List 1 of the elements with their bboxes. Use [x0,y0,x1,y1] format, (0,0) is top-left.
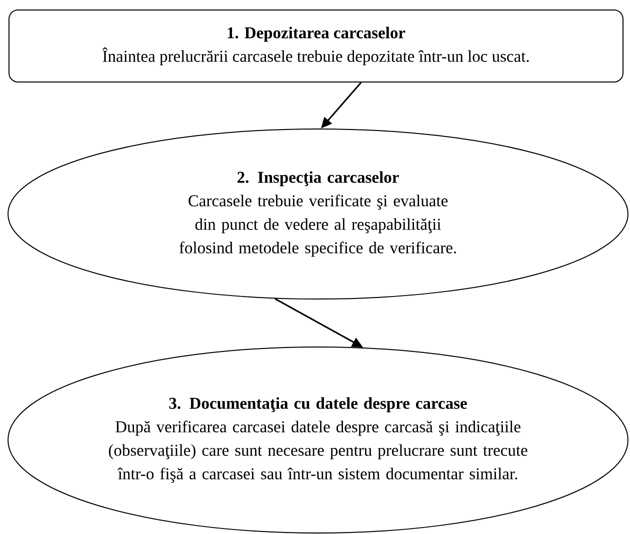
process-box: 1. Depozitarea carcaselor Înaintea prelucrării carcasele trebuie depozitate într-un loc uscat. [8,10,624,82]
